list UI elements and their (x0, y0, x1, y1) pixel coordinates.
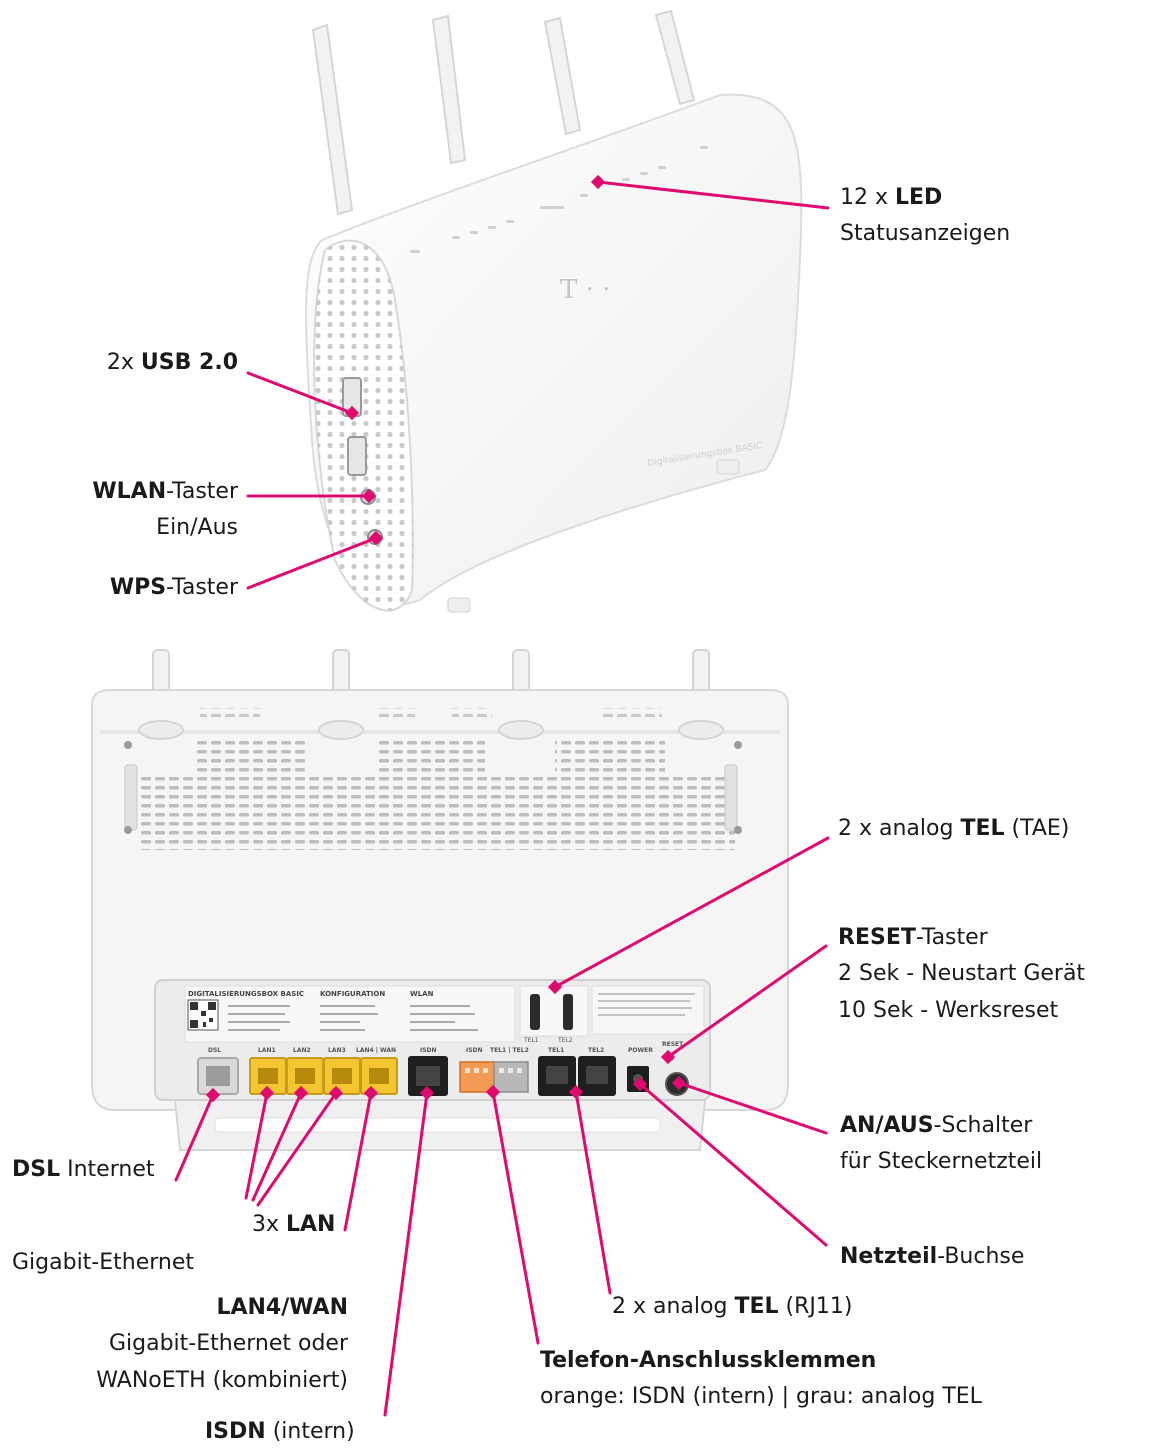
sticker-header: WLAN (410, 990, 434, 998)
power-switch-label: AN/AUS-Schalter für Steckernetzteil (840, 1108, 1042, 1181)
vent-slots (140, 775, 735, 850)
sticker-header: DIGITALISIERUNGSBOX BASIC (188, 990, 304, 998)
terminal-grey-icon (494, 1062, 528, 1092)
svg-text:POWER: POWER (628, 1047, 653, 1054)
antenna-icon (545, 18, 580, 134)
svg-text:TEL2: TEL2 (588, 1047, 604, 1054)
lan4-label: LAN4/WAN Gigabit-Ethernet oder WANoETH (… (96, 1290, 348, 1399)
gigabit-label: Gigabit-Ethernet (12, 1245, 194, 1281)
svg-text:LAN1: LAN1 (258, 1047, 276, 1054)
rj11-label: 2 x analog TEL (RJ11) (612, 1289, 852, 1325)
svg-text:ISDN: ISDN (466, 1047, 483, 1054)
terminal-orange-icon (460, 1062, 494, 1092)
reset-label: RESET-Taster 2 Sek - Neustart Gerät 10 S… (838, 920, 1085, 1029)
klemmen-label: Telefon-Anschlussklemmen orange: ISDN (i… (540, 1343, 982, 1416)
led-label: 12 x LED Statusanzeigen (840, 180, 1010, 253)
svg-text:TEL1: TEL1 (548, 1047, 564, 1054)
wlan-label: WLAN-Taster Ein/Aus (92, 474, 238, 547)
svg-text:TEL1: TEL1 (523, 1037, 539, 1044)
dsl-label: DSL Internet (12, 1152, 154, 1188)
svg-text:DSL: DSL (208, 1047, 221, 1054)
antenna-icon (656, 11, 694, 104)
svg-text:LAN2: LAN2 (293, 1047, 311, 1054)
lan-ports (250, 1058, 397, 1094)
usb-label: 2x USB 2.0 (107, 345, 238, 381)
front-view: T · · Digitalisierungsbox BASIC (306, 11, 801, 612)
usb-port-icon (348, 437, 366, 475)
lan-label: 3x LAN (252, 1207, 335, 1243)
netzteil-label: Netzteil-Buchse (840, 1239, 1024, 1275)
isdn-label: ISDN (intern) (205, 1414, 355, 1450)
tae-sockets: TEL1 TEL2 (520, 986, 588, 1044)
brand-logo: T · · (560, 275, 610, 305)
svg-text:TEL1 | TEL2: TEL1 | TEL2 (490, 1047, 529, 1054)
svg-text:ISDN: ISDN (420, 1047, 437, 1054)
foot (448, 598, 470, 612)
tae-label: 2 x analog TEL (TAE) (838, 811, 1069, 847)
antenna-icon (433, 16, 465, 163)
sticker-header: KONFIGURATION (320, 990, 385, 998)
svg-text:LAN4 | WAN: LAN4 | WAN (356, 1047, 396, 1054)
back-view: DIGITALISIERUNGSBOX BASIC KONFIGURATION … (92, 650, 788, 1150)
antenna-icon (313, 25, 352, 214)
wps-label: WPS-Taster (110, 570, 238, 606)
label-sticker: DIGITALISIERUNGSBOX BASIC KONFIGURATION … (185, 986, 515, 1042)
foot (717, 460, 739, 474)
svg-text:TEL2: TEL2 (557, 1037, 573, 1044)
svg-text:LAN3: LAN3 (328, 1047, 346, 1054)
